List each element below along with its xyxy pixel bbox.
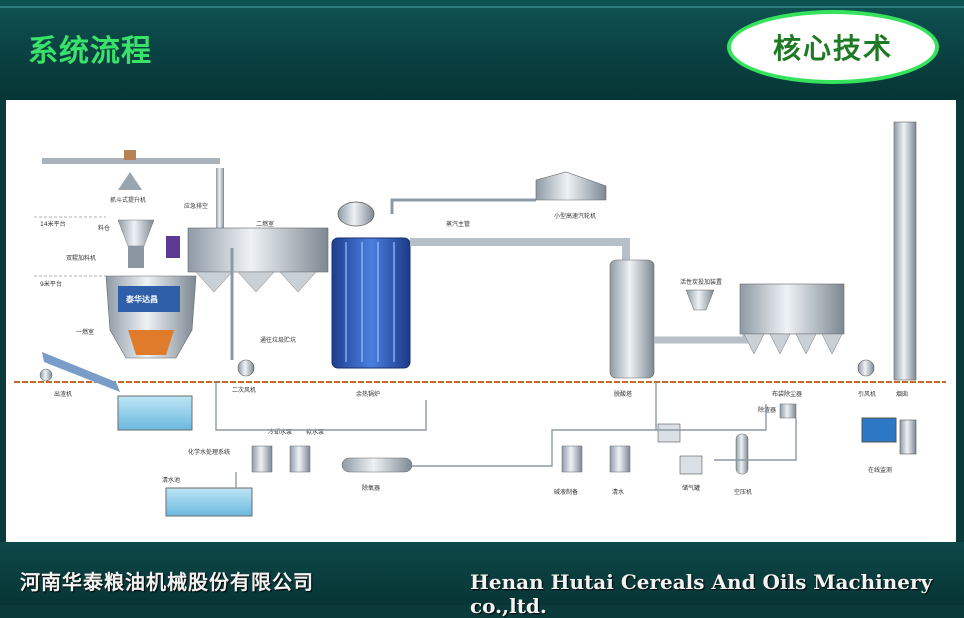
clear-water-pool-label: 清水池 (162, 476, 180, 484)
cooling-pump-label: 冷却水泵 (268, 428, 292, 436)
bag-filter-hoppers (743, 333, 843, 355)
deacidification-tower (609, 259, 655, 379)
burner (166, 236, 180, 258)
slag-water-pit (117, 395, 193, 431)
compressor-label: 空压机 (734, 488, 752, 496)
fire-bed (128, 330, 174, 355)
slag-conveyor (42, 352, 120, 392)
bag-filter-label: 布袋除尘器 (772, 390, 802, 398)
page-title: 系统流程 (28, 34, 152, 69)
activated-carbon-label: 活性炭投加装置 (680, 278, 722, 286)
induced-fan-label: 引风机 (858, 390, 876, 398)
waste-heat-boiler-label: 余热锅炉 (356, 390, 380, 398)
bag-filter (739, 283, 845, 335)
waste-heat-boiler (331, 237, 411, 369)
crane-trolley (124, 150, 136, 160)
activated-carbon-hopper (685, 289, 715, 311)
dual-feeder-label: 双辊加料机 (66, 254, 96, 262)
header-rule (0, 6, 964, 8)
compressor-tank (735, 433, 749, 475)
emergency-exhaust-label: 应急排空 (184, 202, 208, 210)
online-monitor-label: 在线监测 (868, 466, 892, 474)
soft-water-tank (289, 445, 311, 473)
steam-main-pipe (390, 198, 536, 214)
header-bar: 系统流程 核心技术 (0, 0, 964, 100)
slag-wheel-icon (39, 368, 53, 382)
crane-beam (42, 158, 220, 164)
soft-water-pump-label: 软水泵 (306, 428, 324, 436)
chem-water-label: 化学水处理系统 (188, 448, 230, 456)
bucket-elevator-label: 抓斗式提升机 (110, 196, 146, 204)
alkali-prep-label: 碱液制备 (554, 488, 578, 496)
chimney-label: 烟囱 (896, 390, 908, 398)
secondary-hoppers (195, 271, 317, 293)
process-diagram-panel: 14米平台 9米平台 抓斗式提升机 应急排空 料仓 双辊加料机 泰华达昌 一燃室… (6, 100, 956, 542)
slag-remover-label: 出渣机 (54, 390, 72, 398)
primary-chamber-label: 一燃室 (76, 328, 94, 336)
grab-bucket-icon (118, 172, 142, 190)
small-turbine (535, 171, 607, 201)
footer-bar (0, 542, 964, 605)
monitor-screen (861, 417, 897, 443)
emergency-stack (216, 168, 224, 228)
induced-fan-icon (857, 359, 875, 377)
clear-water-label: 清水 (612, 488, 624, 496)
flue-duct (410, 238, 630, 260)
brand-plate-text: 泰华达昌 (125, 294, 158, 304)
hopper-label: 料仓 (98, 224, 110, 232)
brand-plate (118, 286, 180, 312)
cooling-tank (251, 445, 273, 473)
deaerator (341, 457, 413, 473)
nitrogen-tank-box (679, 455, 703, 475)
clear-water-tank (609, 445, 631, 473)
secondary-fan-icon (237, 359, 255, 377)
platform-9m-label: 9米平台 (40, 280, 62, 288)
core-tech-badge: 核心技术 (727, 10, 939, 84)
deacidification-tower-label: 脱酸塔 (614, 390, 632, 398)
computer-tower (899, 419, 917, 455)
deaerator-label: 除氧器 (362, 484, 380, 492)
company-name-cn: 河南华泰粮油机械股份有限公司 (20, 570, 314, 594)
secondary-chamber-label: 二燃室 (256, 220, 274, 228)
nitrogen-tank-label: 储气罐 (682, 484, 700, 492)
air-pipe (714, 418, 797, 461)
platform-14m-label: 14米平台 (40, 220, 66, 228)
alkali-tank (561, 445, 583, 473)
chimney (893, 121, 917, 381)
flue-duct-2 (654, 322, 750, 344)
small-turbine-label: 小型高速汽轮机 (554, 212, 596, 220)
storage-box (657, 423, 681, 443)
secondary-chamber (187, 227, 329, 273)
steam-main-label: 蒸汽主管 (446, 220, 470, 228)
clear-water-pool (165, 487, 253, 517)
process-flow-diagram: 14米平台 9米平台 抓斗式提升机 应急排空 料仓 双辊加料机 泰华达昌 一燃室… (14, 121, 946, 517)
dust-collector (779, 403, 797, 419)
secondary-fan-label: 二次风机 (232, 386, 256, 394)
water-pipe (215, 382, 427, 431)
dust-collector-label: 除渣器 (758, 406, 776, 414)
ash-conveyor-label: 通往垃圾贮坑 (260, 336, 296, 344)
steam-drum (337, 201, 375, 227)
company-name-en: Henan Hutai Cereals And Oils Machinery c… (470, 570, 933, 618)
feed-hopper (117, 219, 155, 247)
dual-feeder (128, 246, 144, 268)
water-pipe (412, 404, 767, 467)
